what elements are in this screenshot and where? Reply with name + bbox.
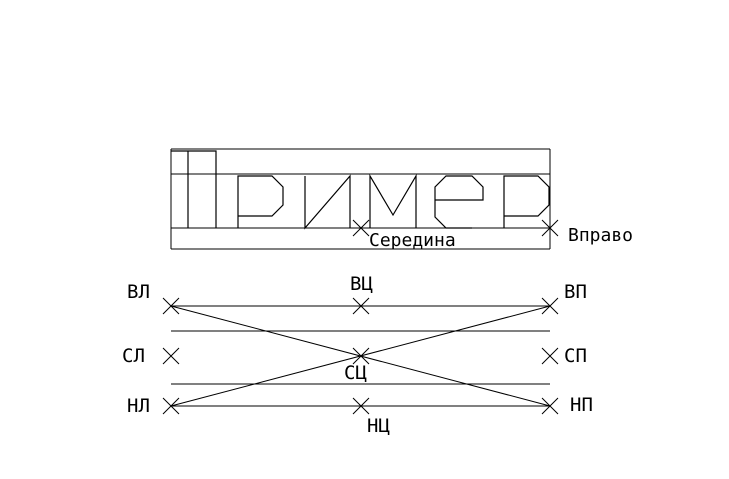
middle-marker-icon bbox=[352, 219, 370, 237]
letter-er bbox=[237, 175, 284, 228]
label-middle-left: СЛ bbox=[122, 345, 145, 367]
label-top-left: ВЛ bbox=[127, 281, 150, 303]
marker-bottom-left-icon bbox=[162, 397, 180, 415]
marker-top-center-icon bbox=[352, 297, 370, 315]
right-marker-icon bbox=[541, 219, 559, 237]
marker-top-right-icon bbox=[541, 297, 559, 315]
label-top-right: ВП bbox=[564, 281, 587, 303]
letter-em bbox=[369, 173, 417, 228]
letter-ie bbox=[434, 175, 484, 229]
letter-i bbox=[304, 174, 351, 230]
label-middle-right: СП bbox=[564, 345, 587, 367]
marker-middle-center-icon bbox=[352, 347, 370, 365]
label-bottom-left: НЛ bbox=[127, 395, 150, 417]
word-example: Середина Вправо bbox=[170, 148, 633, 251]
label-middle-center: СЦ bbox=[344, 362, 367, 384]
justification-grid: ВЛ ВЦ ВП СЛ СЦ СП НЛ НЦ НП bbox=[122, 273, 593, 437]
label-right: Вправо bbox=[568, 225, 633, 246]
label-bottom-right: НП bbox=[570, 394, 593, 416]
marker-bottom-center-icon bbox=[352, 397, 370, 415]
letter-pe bbox=[171, 150, 217, 228]
word-letters bbox=[171, 150, 550, 230]
marker-middle-left-icon bbox=[162, 347, 180, 365]
label-bottom-center: НЦ bbox=[367, 415, 390, 437]
marker-bottom-right-icon bbox=[541, 397, 559, 415]
letter-er-2 bbox=[503, 175, 550, 228]
marker-top-left-icon bbox=[162, 297, 180, 315]
label-middle: Середина bbox=[369, 230, 456, 251]
label-top-center: ВЦ bbox=[350, 273, 373, 295]
marker-middle-right-icon bbox=[541, 347, 559, 365]
